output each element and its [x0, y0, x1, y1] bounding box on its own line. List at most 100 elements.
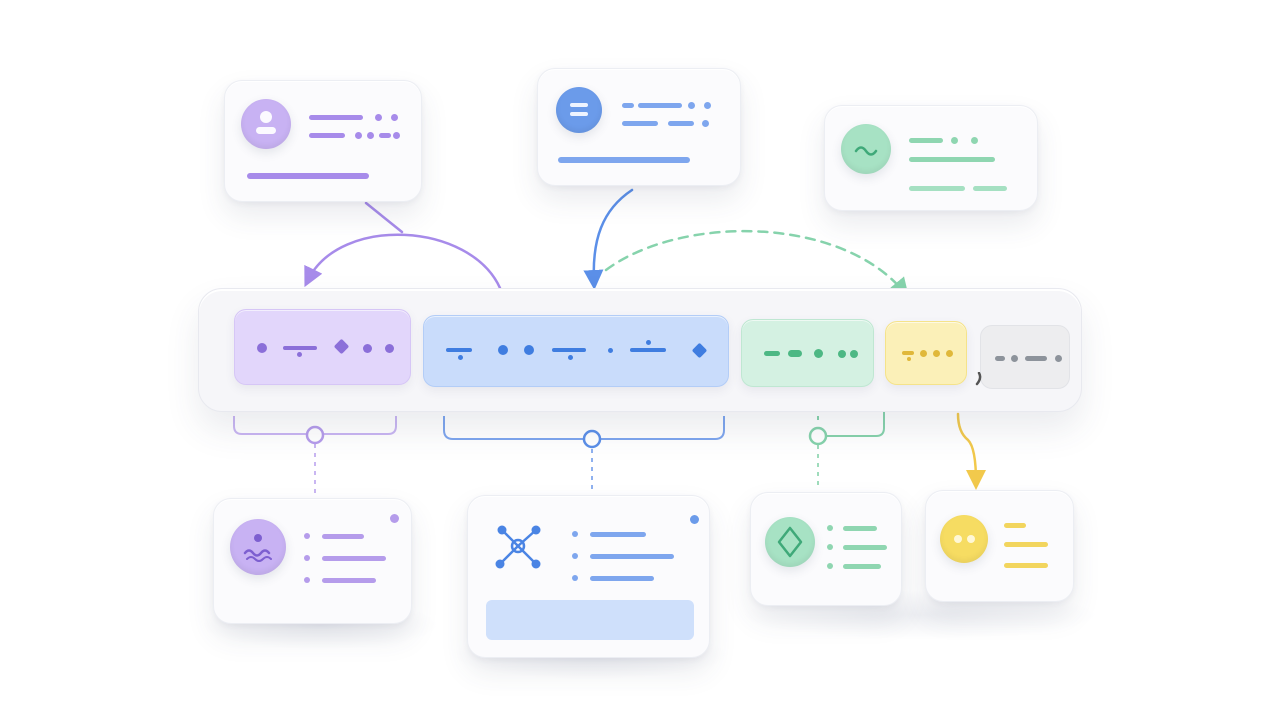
dot — [838, 350, 846, 358]
green-bottom-bracket — [808, 412, 885, 490]
dash — [764, 351, 780, 356]
text-line — [909, 157, 995, 162]
status-dot — [690, 515, 699, 524]
bullet — [827, 544, 833, 550]
bullet — [304, 555, 310, 561]
bottom-card-purple[interactable] — [213, 498, 412, 624]
dot — [704, 102, 711, 109]
dash — [552, 348, 586, 352]
dot — [568, 355, 573, 360]
dot — [393, 132, 400, 139]
text-line — [1004, 563, 1048, 568]
footer-line — [247, 173, 369, 179]
text-line — [309, 133, 345, 138]
text-line — [309, 115, 363, 120]
bullet — [304, 577, 310, 583]
dash — [283, 346, 317, 350]
menu-icon — [556, 87, 602, 133]
dash — [446, 348, 472, 352]
dot — [646, 340, 651, 345]
dot — [951, 137, 958, 144]
dash — [630, 348, 666, 352]
top-card-blue[interactable] — [537, 68, 741, 186]
bullet — [572, 531, 578, 537]
text-line — [590, 576, 654, 581]
segment-purple[interactable] — [234, 309, 411, 385]
top-card-purple[interactable] — [224, 80, 422, 202]
segment-gray[interactable] — [980, 325, 1070, 389]
text-line — [973, 186, 1007, 191]
dot — [1055, 355, 1062, 362]
text-line — [622, 103, 634, 108]
dot — [971, 137, 978, 144]
dash — [788, 350, 802, 357]
text-line — [322, 534, 364, 539]
text-line — [638, 103, 682, 108]
dot — [702, 120, 709, 127]
text-line — [909, 186, 965, 191]
text-line — [1004, 523, 1026, 528]
dots-icon — [940, 515, 988, 563]
text-line — [590, 532, 646, 537]
text-line — [590, 554, 674, 559]
dot — [458, 355, 463, 360]
network-icon — [492, 520, 544, 572]
dot — [375, 114, 382, 121]
blue-bottom-bracket — [443, 416, 725, 492]
top-card-green[interactable] — [824, 105, 1038, 211]
diamond-marker — [691, 342, 708, 359]
segment-yellow[interactable] — [885, 321, 967, 385]
timeline-bar — [198, 288, 1082, 412]
bullet — [304, 533, 310, 539]
dash — [902, 351, 914, 355]
dot — [391, 114, 398, 121]
bottom-card-yellow[interactable] — [925, 490, 1074, 602]
text-line — [622, 121, 658, 126]
text-line — [843, 545, 887, 550]
dot — [1011, 355, 1018, 362]
bullet — [827, 563, 833, 569]
dot — [850, 350, 858, 358]
dot — [814, 349, 823, 358]
dot — [385, 344, 394, 353]
dot — [907, 357, 911, 361]
bottom-card-blue[interactable] — [467, 495, 710, 658]
user-icon — [241, 99, 291, 149]
segment-green[interactable] — [741, 319, 874, 387]
text-line — [909, 138, 943, 143]
footer-line — [558, 157, 690, 163]
dot — [257, 343, 267, 353]
comma-mark — [975, 371, 982, 386]
bottom-card-green[interactable] — [750, 492, 902, 606]
text-line — [379, 133, 391, 138]
text-line — [843, 564, 881, 569]
text-line — [668, 121, 694, 126]
dot — [608, 348, 613, 353]
dot — [367, 132, 374, 139]
green-dashed-connector — [604, 229, 910, 299]
diamond-marker — [333, 338, 350, 355]
dot — [946, 350, 953, 357]
purple-bottom-bracket — [233, 416, 397, 498]
purple-top-connector — [304, 201, 502, 290]
dot — [498, 345, 508, 355]
dot — [363, 344, 372, 353]
segment-blue[interactable] — [423, 315, 729, 387]
dot — [297, 352, 302, 357]
dot — [355, 132, 362, 139]
text-line — [322, 578, 376, 583]
yellow-connector — [956, 412, 986, 490]
content-block — [486, 600, 694, 640]
dash — [995, 356, 1005, 361]
bullet — [827, 525, 833, 531]
blue-top-connector — [583, 188, 634, 290]
wave-icon — [841, 124, 891, 174]
dash — [1025, 356, 1047, 361]
text-line — [322, 556, 386, 561]
bullet — [572, 575, 578, 581]
dot — [524, 345, 534, 355]
face-icon — [230, 519, 286, 575]
status-dot — [390, 514, 399, 523]
